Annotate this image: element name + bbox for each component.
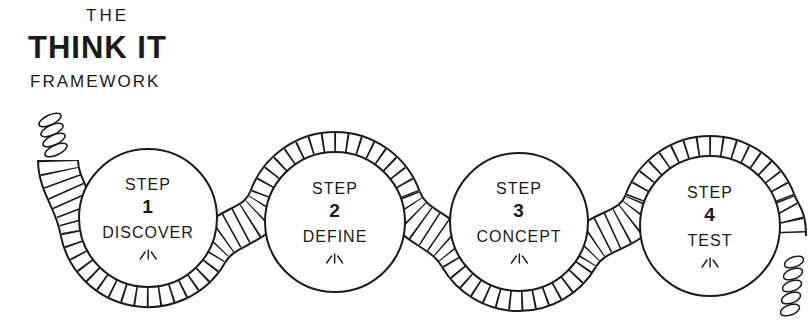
circle-content: STEP 4TEST	[687, 184, 733, 268]
circle-outline	[264, 151, 406, 293]
tick-marks	[699, 256, 721, 268]
step-name: DISCOVER	[102, 224, 194, 242]
ribbon-fill	[58, 160, 80, 230]
tick-marks	[137, 248, 159, 260]
step-word: STEP	[125, 176, 171, 194]
step-word: STEP	[496, 180, 542, 198]
circle-shape	[450, 153, 588, 291]
step-number: 4	[704, 204, 716, 226]
ribbon-start	[58, 160, 80, 230]
step-word: STEP	[312, 180, 358, 198]
ribbon-edge	[58, 160, 80, 230]
tick-marks	[324, 252, 346, 264]
circle-content: STEP 2DEFINE	[303, 180, 368, 264]
circle-shape	[79, 149, 217, 287]
left-spring	[37, 110, 69, 159]
step-circle: STEP 1DISCOVER	[78, 148, 218, 288]
circle-outline	[639, 155, 781, 297]
circle-content: STEP 1DISCOVER	[102, 176, 194, 260]
title: THINK IT	[28, 30, 167, 66]
step-circle: STEP 4TEST	[639, 155, 781, 297]
circle-outline	[449, 152, 589, 292]
step-circle: STEP 2DEFINE	[264, 151, 406, 293]
step-name: TEST	[688, 232, 733, 250]
ribbon-rungs	[58, 160, 80, 230]
step-number: 1	[142, 196, 154, 218]
step-number: 2	[329, 200, 341, 222]
title-line: FRAMEWORK	[30, 72, 160, 92]
circle-outline	[78, 148, 218, 288]
right-spring	[779, 254, 805, 318]
step-word: STEP	[687, 184, 733, 202]
tick-marks	[508, 252, 530, 264]
circle-content: STEP 3CONCEPT	[476, 180, 561, 264]
step-name: DEFINE	[303, 228, 368, 246]
step-name: CONCEPT	[476, 228, 561, 246]
circle-shape	[640, 156, 780, 296]
circle-shape	[265, 152, 405, 292]
step-number: 3	[513, 200, 525, 222]
title-line: THE	[86, 6, 129, 26]
step-circle: STEP 3CONCEPT	[449, 152, 589, 292]
